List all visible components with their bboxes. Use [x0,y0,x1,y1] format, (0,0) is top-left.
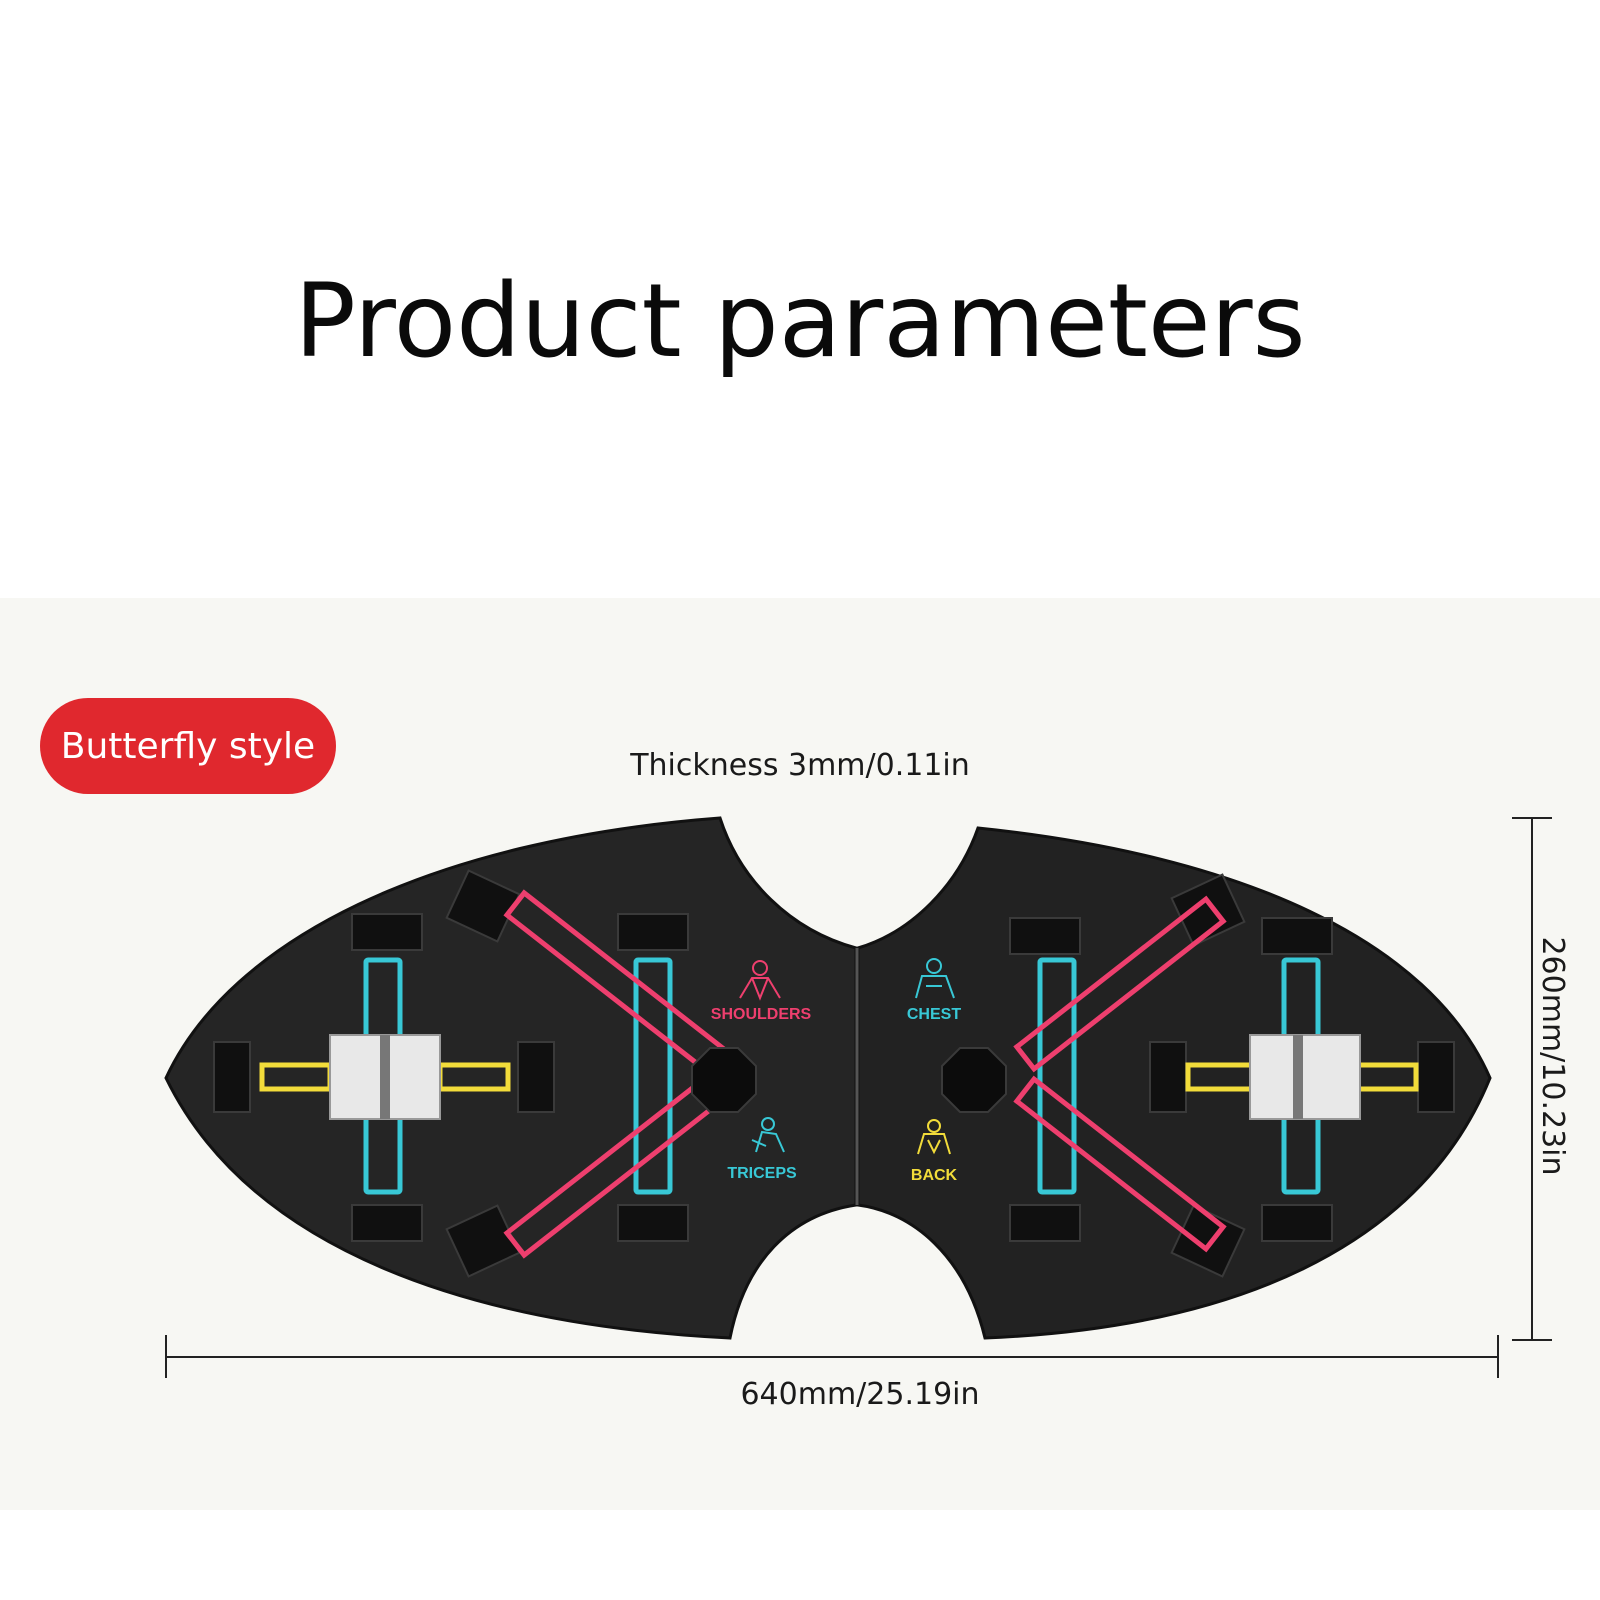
left-center-hole [691,1047,757,1113]
width-dimension-line [165,1335,1499,1378]
right-handle [1249,1034,1361,1120]
thickness-label: Thickness 3mm/0.11in [630,748,970,783]
style-badge: Butterfly style [40,698,336,794]
page-title: Product parameters [294,262,1306,381]
right-center-hole [941,1047,1007,1113]
width-dimension-label: 640mm/25.19in [740,1377,980,1412]
left-handle [329,1034,441,1120]
triceps-figure-icon [751,1117,785,1153]
back-figure-icon [917,1119,951,1155]
height-dimension-line [1512,817,1552,1341]
chest-label: CHEST [907,1006,961,1023]
right-color-guides [1013,895,1419,1253]
shoulders-figure-icon [739,960,781,1001]
right-peg-holes [1009,873,1455,1278]
height-dimension-label: 260mm/10.23in [1535,936,1570,1176]
left-peg-holes [213,869,689,1278]
triceps-label: TRICEPS [727,1165,797,1182]
shoulders-label: SHOULDERS [711,1006,812,1023]
chest-figure-icon [915,958,955,999]
back-label: BACK [911,1167,958,1184]
